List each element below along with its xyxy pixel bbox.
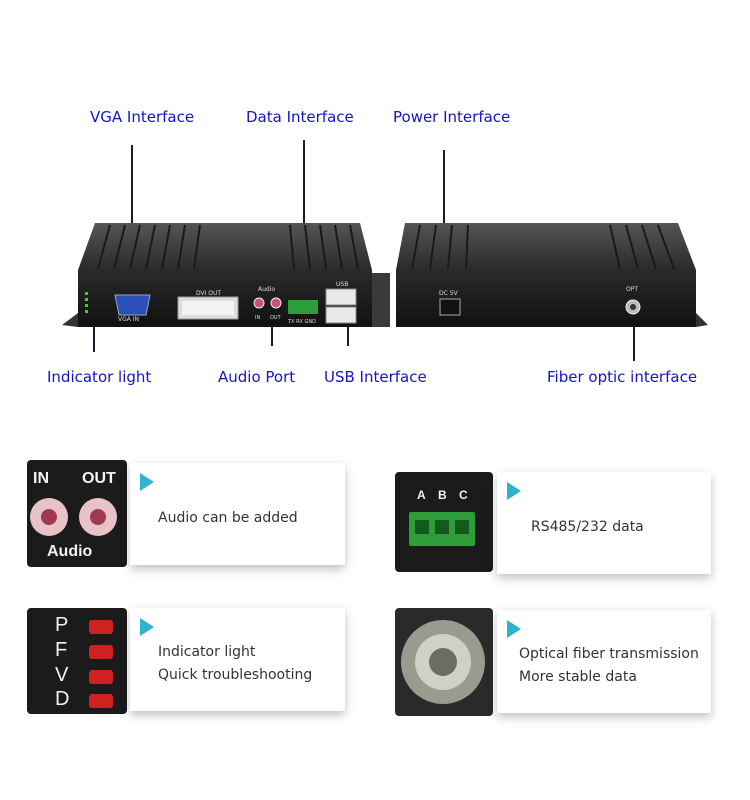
left-heatsink (78, 223, 372, 270)
audio-photo-out-text: OUT (82, 470, 116, 487)
led-d-text: D (55, 688, 70, 710)
triangle-bullet-icon (507, 620, 521, 638)
audio-port-label: Audio Port (218, 368, 296, 386)
middle-flange (372, 273, 390, 327)
led-red-icon (89, 645, 113, 659)
fiber-connector-icon (401, 620, 485, 704)
audio-in-jack-icon (30, 498, 68, 536)
audio-in-jack (253, 297, 265, 309)
right-heatsink (396, 223, 696, 270)
data-terminal (288, 300, 318, 314)
fiber-photo (395, 608, 493, 716)
vga-in-text: VGA IN (118, 316, 139, 323)
data-pins-text: TX RX GND (287, 319, 316, 325)
vga-interface-label: VGA Interface (90, 108, 195, 126)
usb-pointer-line (347, 318, 349, 346)
indicator-photo: P F V D (27, 608, 127, 714)
data-terminal-photo: A B C (395, 472, 493, 572)
led-f-text: F (55, 639, 68, 661)
indicator-pointer-line (93, 322, 95, 352)
usb-port-bottom (325, 306, 357, 324)
led-red-icon (89, 694, 113, 708)
feature-text: Optical fiber transmission (519, 646, 699, 662)
feature-text: Audio can be added (158, 510, 298, 526)
usb-text: USB (336, 281, 348, 288)
left-flange (62, 313, 78, 327)
data-interface-label: Data Interface (246, 108, 354, 126)
triangle-bullet-icon (140, 473, 154, 491)
data-pointer-line (303, 140, 305, 300)
fiber-pointer-line (633, 327, 635, 361)
audio-pointer-line (271, 320, 273, 346)
audio-out-jack (270, 297, 282, 309)
dc-power-port (439, 298, 461, 316)
audio-photo: IN OUT Audio (27, 460, 127, 567)
fiber-optic-interface-label: Fiber optic interface (547, 368, 698, 386)
led-red-icon (89, 670, 113, 684)
feature-card-audio: Audio can be added (130, 463, 345, 565)
audio-text: Audio (258, 286, 275, 293)
device-illustration: VGA IN DVI OUT Audio IN OUT TX RX GND US… (62, 223, 708, 327)
triangle-bullet-icon (140, 618, 154, 636)
led-red-icon (89, 620, 113, 634)
terminal-a-text: A (417, 488, 426, 502)
usb-interface-label: USB Interface (324, 368, 427, 386)
terminal-c-text: C (459, 488, 468, 502)
audio-out-text: OUT (270, 315, 282, 321)
feature-text: RS485/232 data (531, 519, 644, 535)
audio-in-text: IN (255, 315, 260, 321)
vga-port (114, 294, 151, 316)
feature-text: More stable data (519, 669, 637, 685)
led-v-text: V (55, 664, 69, 686)
audio-photo-label-text: Audio (47, 543, 93, 560)
usb-port-top (325, 288, 357, 306)
right-flange (696, 313, 708, 327)
opt-text: OPT (626, 286, 638, 293)
dvi-out-text: DVI OUT (196, 290, 221, 297)
feature-card-data: RS485/232 data (497, 472, 711, 574)
triangle-bullet-icon (507, 482, 521, 500)
dc-5v-text: DC 5V (439, 290, 459, 297)
terminal-block-icon (409, 512, 475, 546)
led-p-text: P (55, 614, 69, 636)
feature-card-indicator: Indicator light Quick troubleshooting (130, 608, 345, 711)
vga-pointer-line (131, 145, 133, 295)
indicator-light-label: Indicator light (47, 368, 152, 386)
feature-text: Quick troubleshooting (158, 667, 313, 683)
feature-text: Indicator light (158, 644, 256, 660)
terminal-b-text: B (438, 488, 447, 502)
audio-photo-in-text: IN (33, 470, 49, 487)
power-interface-label: Power Interface (393, 108, 511, 126)
feature-card-fiber: Optical fiber transmission More stable d… (497, 610, 711, 713)
audio-out-jack-icon (79, 498, 117, 536)
power-pointer-line (443, 150, 445, 290)
